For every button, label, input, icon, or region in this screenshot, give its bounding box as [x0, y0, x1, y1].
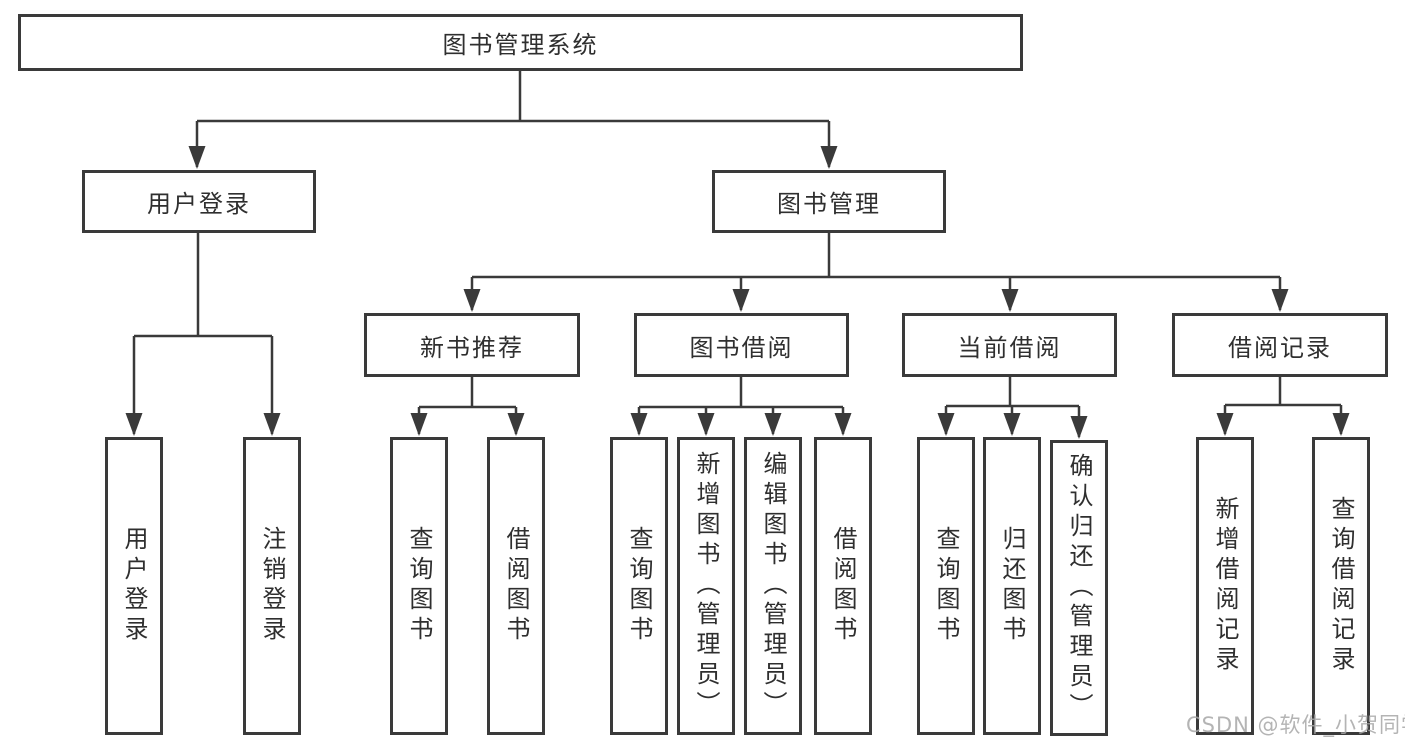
leaf-user-login: 用户登录: [105, 437, 163, 735]
leaf-add-borrow-record: 新增借阅记录: [1196, 437, 1254, 735]
node-borrow-records: 借阅记录: [1172, 313, 1388, 377]
node-current-borrow-label: 当前借阅: [957, 333, 1062, 362]
leaf-return-books-label: 归还图书: [998, 526, 1026, 646]
node-user-login: 用户登录: [82, 170, 316, 233]
leaf-edit-books-admin-label: 编辑图书（管理员）: [759, 451, 787, 721]
node-library-system-label: 图书管理系统: [442, 31, 599, 59]
leaf-borrow-books-label: 借阅图书: [829, 526, 857, 646]
node-book-management-label: 图书管理: [777, 190, 881, 218]
leaf-query-borrow-record: 查询借阅记录: [1312, 437, 1370, 735]
leaf-query-books-current-label: 查询图书: [932, 526, 960, 646]
leaf-borrow-books: 借阅图书: [814, 437, 872, 735]
leaf-query-books-current: 查询图书: [917, 437, 975, 735]
node-library-system: 图书管理系统: [18, 14, 1023, 71]
node-new-book-recommend-label: 新书推荐: [420, 333, 524, 362]
leaf-borrow-books-recommend: 借阅图书: [487, 437, 545, 735]
node-book-management: 图书管理: [712, 170, 946, 233]
node-new-book-recommend: 新书推荐: [364, 313, 580, 377]
leaf-return-books: 归还图书: [983, 437, 1041, 735]
node-user-login-label: 用户登录: [147, 190, 251, 218]
leaf-logout-label: 注销登录: [258, 526, 286, 646]
leaf-add-borrow-record-label: 新增借阅记录: [1211, 496, 1239, 676]
leaf-query-books-recommend-label: 查询图书: [405, 526, 433, 646]
leaf-query-borrow-record-label: 查询借阅记录: [1327, 496, 1355, 676]
leaf-query-books-recommend: 查询图书: [390, 437, 448, 735]
leaf-edit-books-admin: 编辑图书（管理员）: [744, 437, 802, 735]
leaf-confirm-return-admin-label: 确认归还（管理员）: [1065, 453, 1093, 723]
node-current-borrow: 当前借阅: [902, 313, 1117, 377]
leaf-logout: 注销登录: [243, 437, 301, 735]
leaf-add-books-admin-label: 新增图书（管理员）: [692, 451, 720, 721]
node-borrow-records-label: 借阅记录: [1228, 333, 1332, 362]
leaf-borrow-books-recommend-label: 借阅图书: [502, 526, 530, 646]
watermark: CSDN @软件_小贺同学: [1186, 713, 1405, 737]
leaf-user-login-label: 用户登录: [120, 526, 148, 646]
node-book-borrow: 图书借阅: [634, 313, 849, 377]
leaf-query-books-borrow-label: 查询图书: [625, 526, 653, 646]
leaf-confirm-return-admin: 确认归还（管理员）: [1050, 440, 1108, 736]
leaf-add-books-admin: 新增图书（管理员）: [677, 437, 735, 735]
leaf-query-books-borrow: 查询图书: [610, 437, 668, 735]
node-book-borrow-label: 图书借阅: [689, 333, 794, 362]
